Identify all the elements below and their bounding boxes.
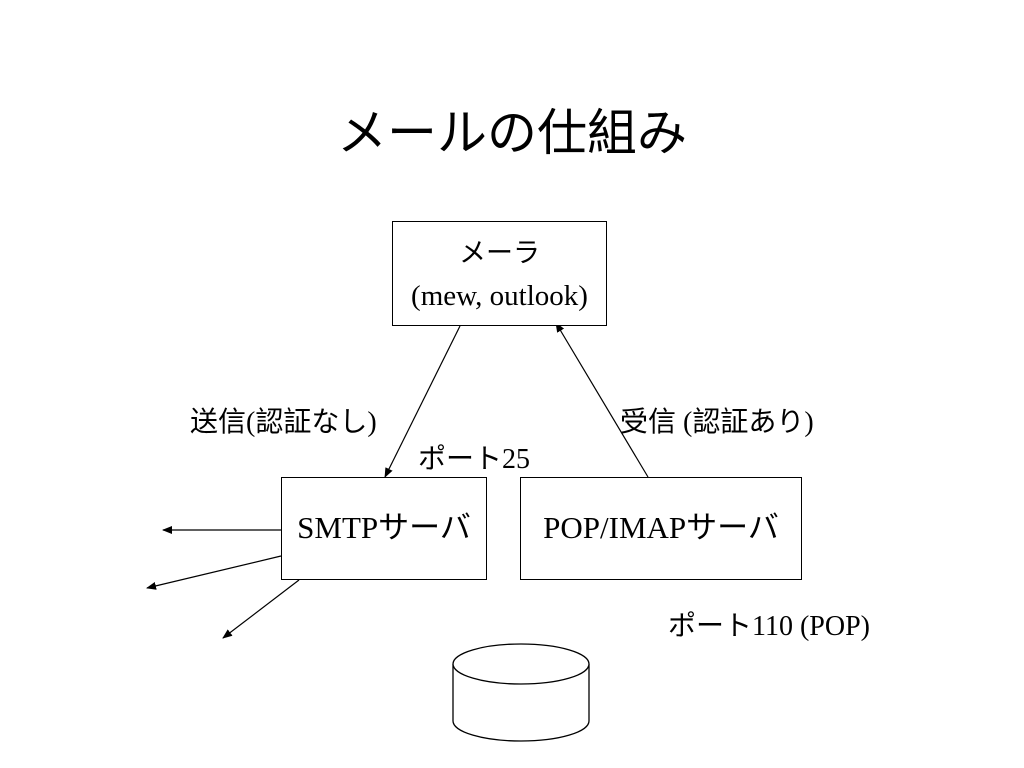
outbound-arrow-2 <box>146 555 282 590</box>
smtp-server-name: SMTPサーバ <box>297 510 471 545</box>
mailer-node: メーラ (mew, outlook) <box>392 221 607 326</box>
send-label: 送信(認証なし) <box>190 407 377 438</box>
pop-port-label: ポート110 (POP) <box>668 611 870 642</box>
mail-storage-cylinder <box>452 643 590 742</box>
pop-imap-server-node: POP/IMAPサーバ <box>520 477 802 580</box>
slide-title: メールの仕組み <box>337 104 687 162</box>
mailer-detail: (mew, outlook) <box>411 280 588 312</box>
smtp-port-label: ポート25 <box>418 444 531 475</box>
send-arrow <box>384 325 461 478</box>
pop-imap-server-name: POP/IMAPサーバ <box>543 510 779 545</box>
receive-arrow <box>555 322 649 478</box>
smtp-server-node: SMTPサーバ <box>281 477 487 580</box>
mailer-name: メーラ <box>459 238 540 269</box>
receive-label: 受信 (認証あり) <box>620 407 814 438</box>
outbound-arrow-3 <box>222 579 300 639</box>
